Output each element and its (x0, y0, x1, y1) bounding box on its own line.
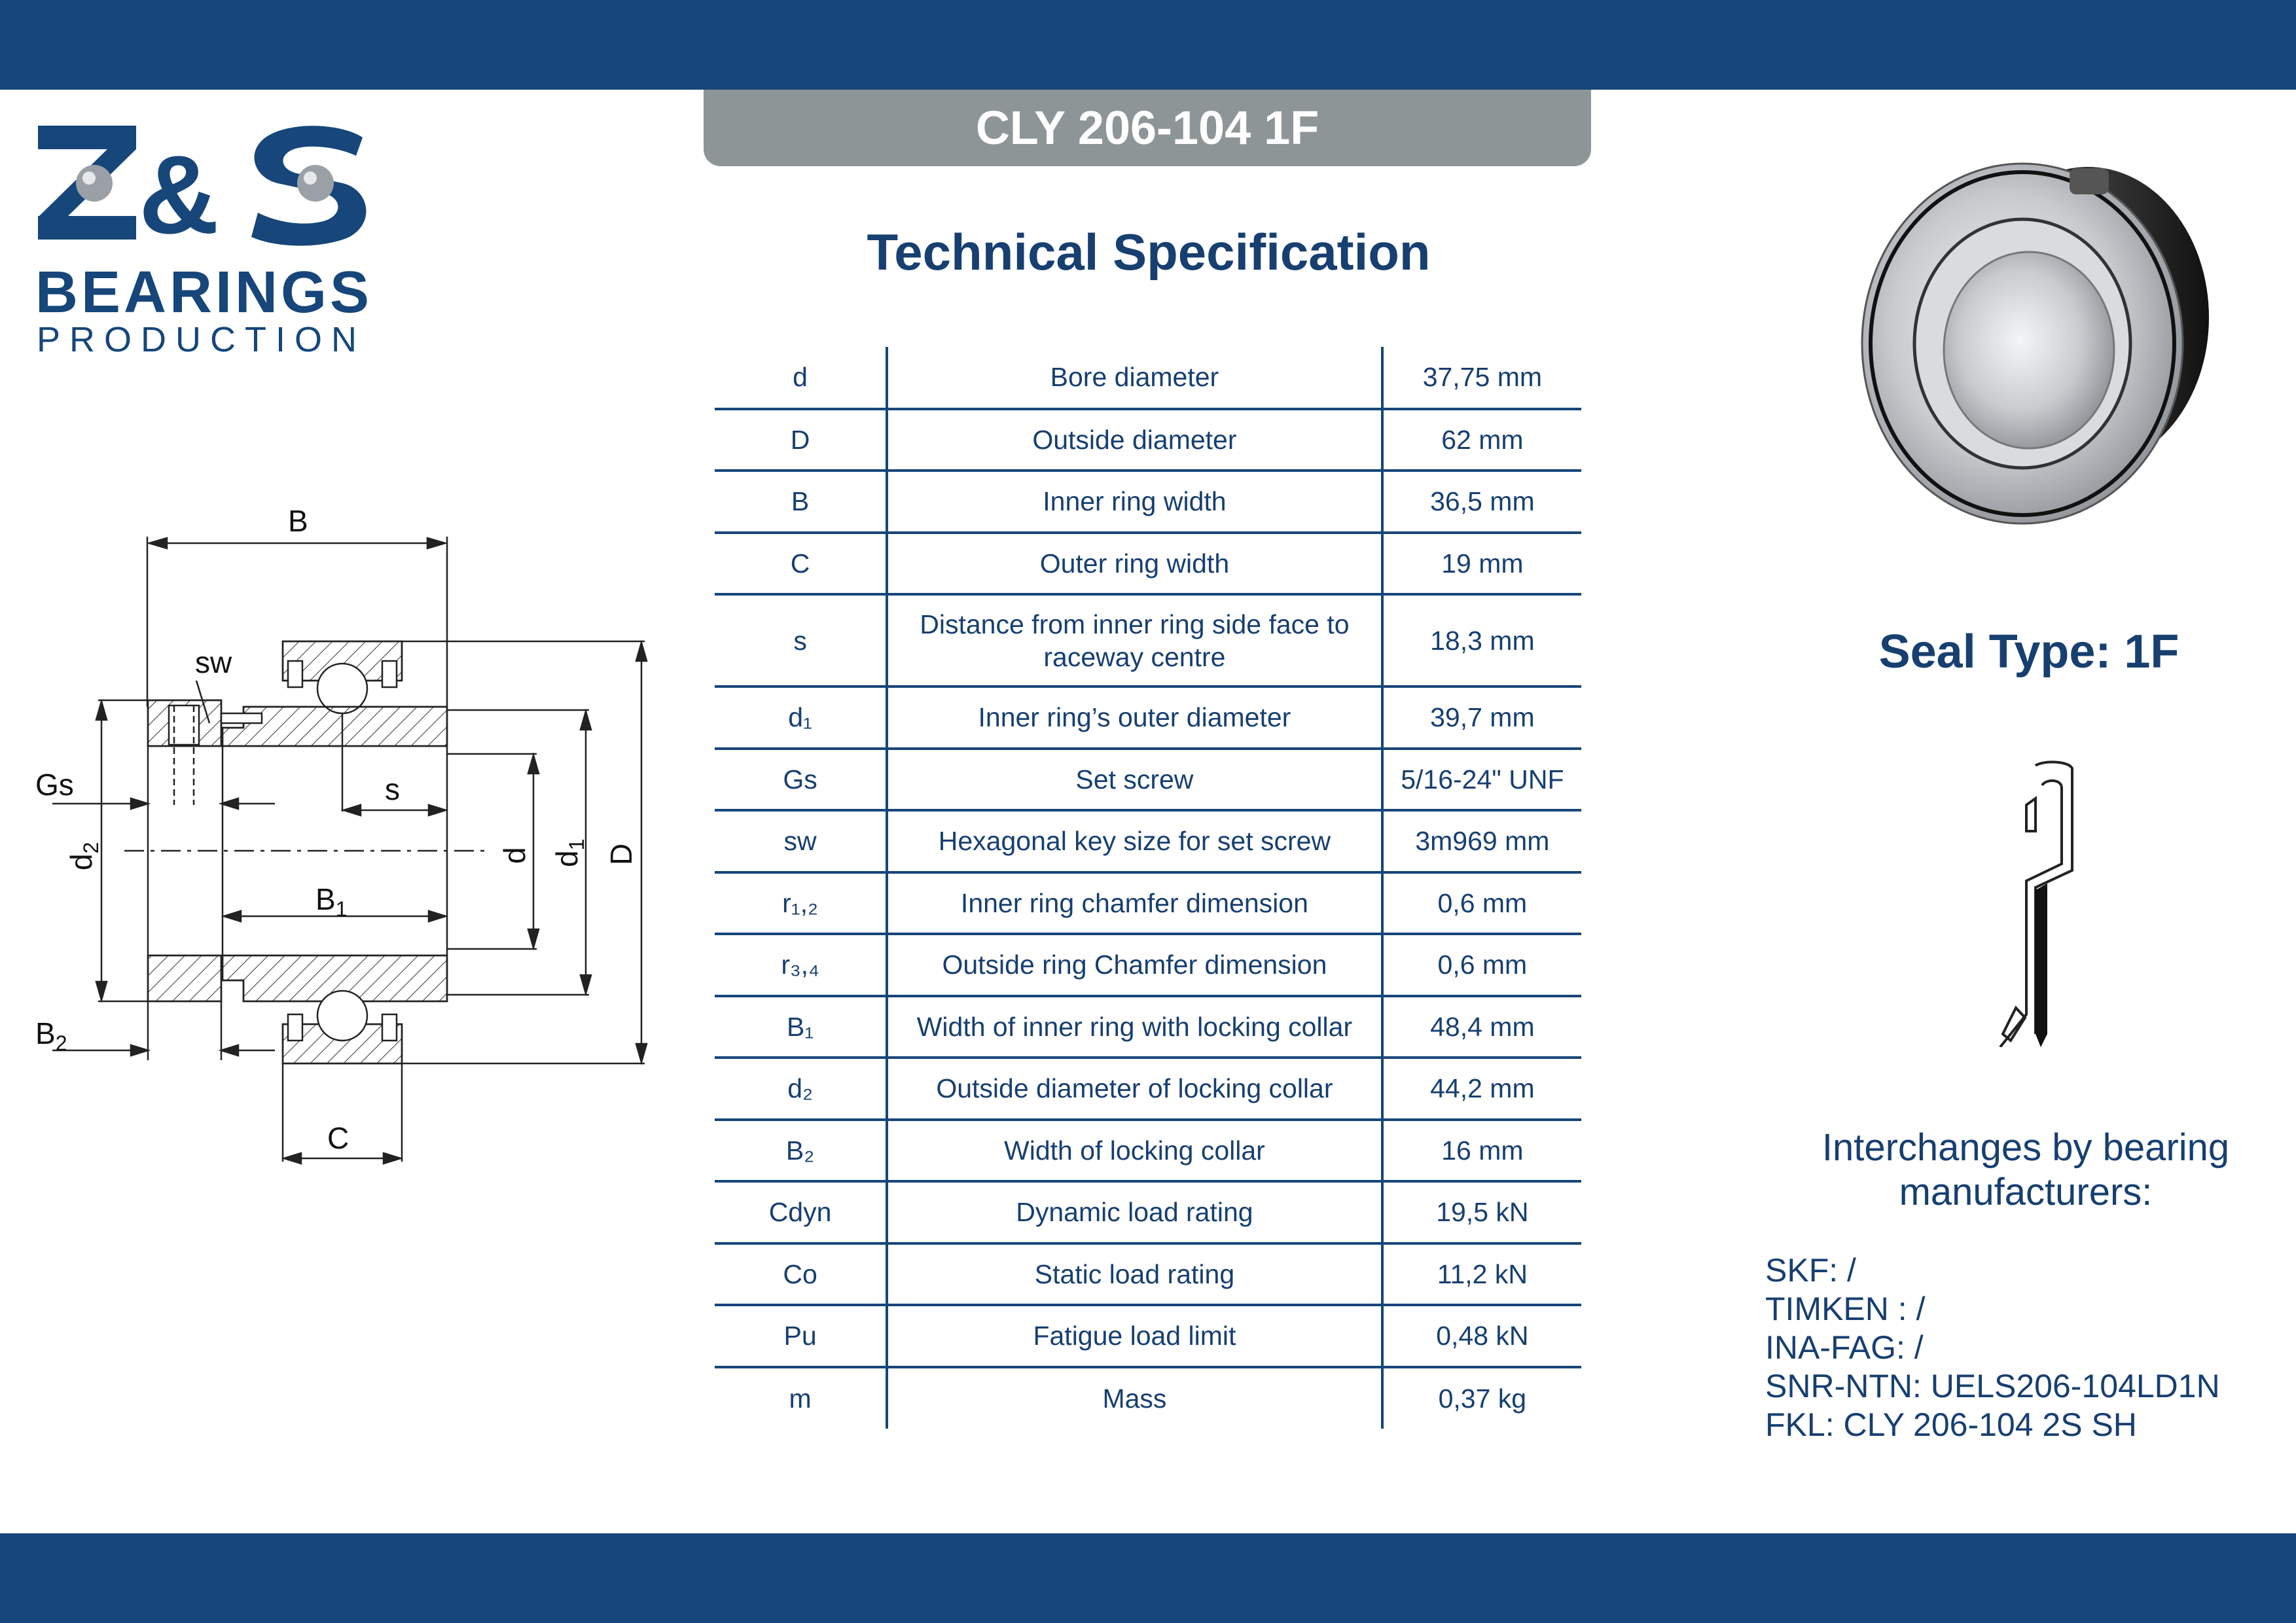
spec-description: Width of inner ring with locking collar (887, 995, 1384, 1059)
spec-value: 11,2 kN (1382, 1243, 1581, 1306)
spec-description: Inner ring’s outer diameter (887, 687, 1384, 750)
dim-label-B: B (288, 504, 308, 538)
bottom-band (0, 1533, 2296, 1623)
spec-symbol: s (715, 594, 889, 688)
product-code-title: CLY 206-104 1F (704, 90, 1591, 166)
spec-symbol: r₃,₄ (715, 934, 889, 997)
spec-symbol: D (715, 408, 889, 472)
spec-symbol: B₁ (715, 995, 889, 1059)
dim-label-D: D (604, 844, 638, 865)
bearing-product-image (1861, 162, 2209, 525)
spec-symbol: Cdyn (715, 1181, 889, 1245)
spec-symbol: B₂ (715, 1119, 889, 1183)
spec-description: Set screw (887, 748, 1384, 812)
dim-label-d1: d1 (550, 839, 588, 867)
section-title: Technical Specification (867, 223, 1431, 281)
spec-description: Inner ring width (887, 471, 1384, 534)
spec-value: 0,6 mm (1382, 872, 1581, 935)
interchanges-list: SKF: / TIMKEN : / INA-FAG: / SNR-NTN: UE… (1765, 1251, 2220, 1444)
spec-symbol: B (715, 471, 889, 534)
spec-description: Dynamic load rating (887, 1181, 1384, 1245)
spec-description: Mass (887, 1366, 1384, 1429)
spec-value: 36,5 mm (1382, 471, 1581, 534)
spec-value: 19 mm (1382, 532, 1581, 596)
spec-description: Bore diameter (887, 347, 1384, 410)
interchange-item: SNR-NTN: UELS206-104LD1N (1765, 1368, 2220, 1404)
dim-label-Gs: Gs (35, 768, 74, 802)
dim-label-d: d (497, 847, 531, 864)
zs-logo: & (38, 126, 367, 249)
bearing-cross-section-drawing: B sw Gs s B1 B2 C d2 d d1 D (35, 504, 648, 1165)
spec-description: Distance from inner ring side face to ra… (887, 594, 1384, 688)
spec-value: 39,7 mm (1382, 687, 1581, 750)
spec-symbol: m (715, 1366, 889, 1429)
spec-value: 16 mm (1382, 1119, 1581, 1183)
spec-description: Outside diameter (887, 408, 1384, 472)
spec-value: 48,4 mm (1382, 995, 1581, 1059)
dim-label-B1: B1 (315, 882, 347, 921)
spec-value: 44,2 mm (1382, 1058, 1581, 1121)
interchanges-title: Interchanges by bearing manufacturers: (1821, 1126, 2230, 1213)
spec-value: 0,37 kg (1438, 1383, 1527, 1414)
spec-description: Inner ring chamfer dimension (887, 872, 1384, 935)
spec-value: 0,6 mm (1382, 934, 1581, 997)
dim-label-d2: d2 (64, 842, 103, 870)
spec-description: Hexagonal key size for set screw (887, 810, 1384, 874)
spec-symbol: Pu (715, 1305, 889, 1368)
spec-description: Static load rating (887, 1243, 1384, 1306)
spec-description: Outside diameter of locking collar (887, 1058, 1384, 1121)
interchange-item: TIMKEN : / (1765, 1291, 1926, 1327)
logo-bearings-text: BEARINGS (35, 260, 373, 325)
dim-label-sw: sw (195, 645, 232, 679)
interchange-item: FKL: CLY 206-104 2S SH (1765, 1406, 2137, 1443)
spec-description: Outer ring width (887, 532, 1384, 596)
dim-label-s: s (385, 772, 400, 806)
spec-description: Outside ring Chamfer dimension (887, 934, 1384, 997)
interchange-item: INA-FAG: / (1765, 1329, 1924, 1366)
spec-symbol: d (715, 347, 889, 410)
spec-value: 19,5 kN (1382, 1181, 1581, 1245)
svg-text:&: & (139, 133, 219, 249)
top-band (0, 0, 2296, 90)
spec-symbol: sw (715, 810, 889, 874)
spec-symbol: Co (715, 1243, 889, 1306)
spec-value: 0,48 kN (1382, 1305, 1581, 1368)
logo-production-text: PRODUCTION (37, 320, 366, 359)
spec-description: Fatigue load limit (887, 1305, 1384, 1368)
seal-profile-image (1999, 760, 2073, 1047)
dim-label-B2: B2 (35, 1016, 67, 1055)
spec-value: 37,75 mm (1382, 347, 1581, 410)
interchange-item: SKF: / (1765, 1252, 1856, 1289)
spec-value: 3m969 mm (1382, 810, 1581, 874)
spec-description: Width of locking collar (887, 1119, 1384, 1183)
spec-value: 62 mm (1382, 408, 1581, 472)
spec-symbol: r₁,₂ (715, 872, 889, 935)
dim-label-C: C (327, 1121, 349, 1155)
spec-symbol: C (715, 532, 889, 596)
spec-value: 18,3 mm (1382, 594, 1581, 688)
spec-symbol: Gs (715, 748, 889, 812)
seal-type-title: Seal Type: 1F (1878, 626, 2179, 678)
spec-symbol: d₁ (715, 687, 889, 750)
spec-value: 5/16-24" UNF (1382, 748, 1581, 812)
spec-symbol: d₂ (715, 1058, 889, 1121)
